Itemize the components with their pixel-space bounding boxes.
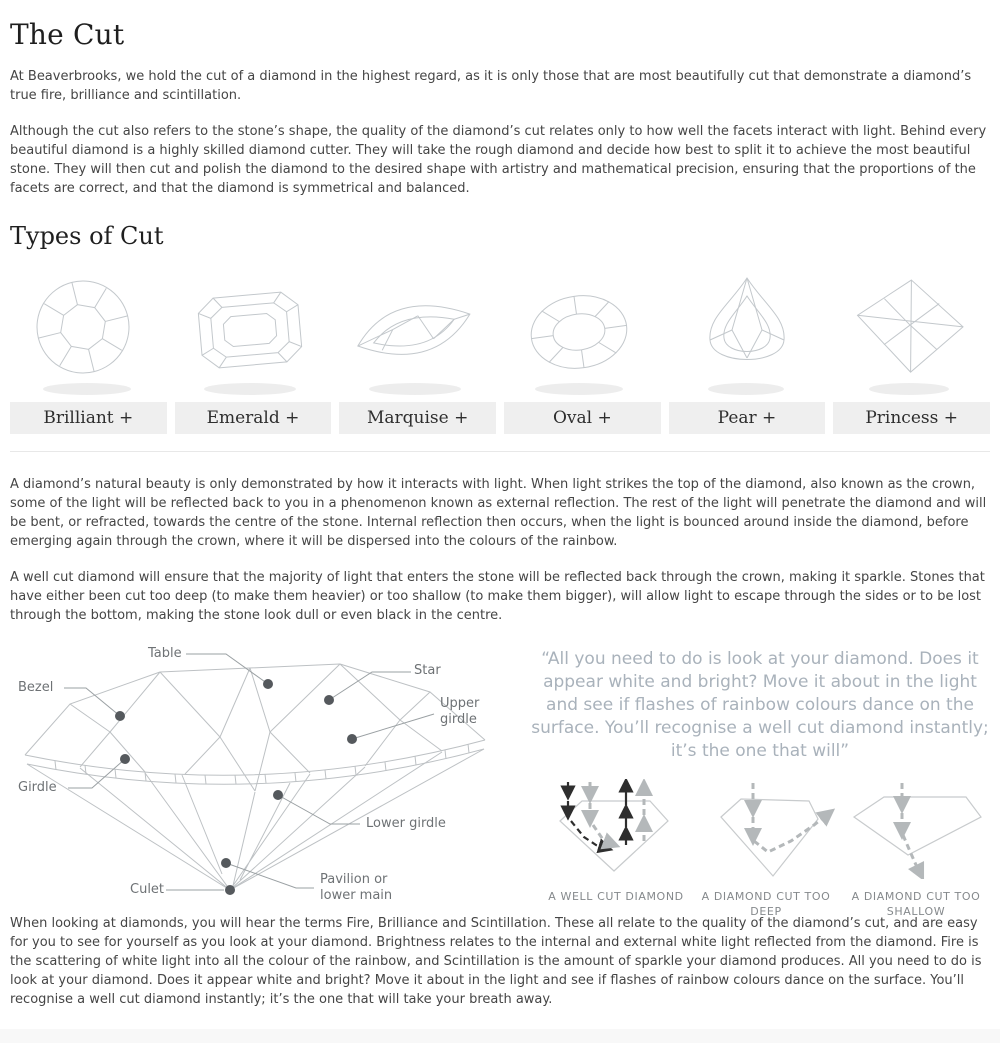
anatomy-label-bezel: Bezel bbox=[18, 680, 54, 695]
diagram-section: Table Star Bezel Upper girdle Girdle Low… bbox=[10, 642, 990, 918]
anatomy-label-culet: Culet bbox=[130, 882, 165, 897]
too-shallow-diamond-image bbox=[852, 783, 982, 882]
cut-label-oval[interactable]: Oval + bbox=[504, 402, 661, 434]
too-shallow-diagram: A DIAMOND CUT TOO SHALLOW bbox=[844, 779, 988, 919]
marquise-diamond-image bbox=[339, 268, 496, 400]
too-deep-label: A DIAMOND CUT TOO DEEP bbox=[701, 890, 831, 918]
well-cut-diamond-image bbox=[559, 777, 669, 872]
pear-diamond-image bbox=[669, 268, 826, 400]
anatomy-label-lower-girdle: Lower girdle bbox=[366, 816, 446, 831]
brilliant-diamond-image bbox=[10, 268, 167, 400]
next-section-band bbox=[0, 1029, 1000, 1043]
well-cut-diagram: A WELL CUT DIAMOND bbox=[544, 777, 688, 919]
intro-paragraph-2: Although the cut also refers to the ston… bbox=[10, 124, 987, 196]
intro-paragraph-1: At Beaverbrooks, we hold the cut of a di… bbox=[10, 69, 972, 103]
anatomy-label-upper-girdle: Upper girdle bbox=[440, 696, 480, 727]
princess-diamond-image bbox=[833, 268, 990, 400]
too-deep-diamond-image bbox=[720, 783, 836, 877]
quote-text: “All you need to do is look at your diam… bbox=[531, 649, 989, 761]
cut-type-pear: Pear + bbox=[668, 268, 826, 434]
section-divider bbox=[10, 451, 990, 452]
too-shallow-label: A DIAMOND CUT TOO SHALLOW bbox=[851, 890, 981, 918]
cut-type-emerald: Emerald + bbox=[174, 268, 332, 434]
cut-label-brilliant[interactable]: Brilliant + bbox=[10, 402, 167, 434]
cut-type-brilliant: Brilliant + bbox=[10, 268, 167, 434]
diamond-wireframe bbox=[24, 653, 486, 895]
quote-column: “All you need to do is look at your diam… bbox=[510, 642, 990, 918]
cut-label-princess[interactable]: Princess + bbox=[833, 402, 990, 434]
oval-diamond-image bbox=[504, 268, 661, 400]
light-paragraph-1: A diamond’s natural beauty is only demon… bbox=[10, 477, 987, 549]
page-title: The Cut bbox=[10, 18, 125, 51]
cut-label-marquise[interactable]: Marquise + bbox=[339, 402, 496, 434]
cut-type-marquise: Marquise + bbox=[339, 268, 496, 434]
cut-quality-diagrams: A WELL CUT DIAMOND A DIAMOND CUT TOO DEE… bbox=[530, 777, 990, 919]
diamond-anatomy-diagram: Table Star Bezel Upper girdle Girdle Low… bbox=[10, 642, 510, 912]
well-cut-label: A WELL CUT DIAMOND bbox=[548, 890, 684, 903]
types-of-cut-heading: Types of Cut bbox=[10, 222, 164, 250]
cut-types-row: Brilliant + Emerald + bbox=[10, 268, 990, 434]
anatomy-label-pavilion: Pavilion or lower main bbox=[320, 872, 393, 903]
closing-paragraph: When looking at diamonds, you will hear … bbox=[10, 916, 982, 1007]
emerald-diamond-image bbox=[175, 268, 332, 400]
cut-type-oval: Oval + bbox=[504, 268, 661, 434]
cut-label-emerald[interactable]: Emerald + bbox=[174, 402, 332, 434]
anatomy-label-star: Star bbox=[414, 663, 441, 678]
cut-type-princess: Princess + bbox=[833, 268, 990, 434]
too-deep-diagram: A DIAMOND CUT TOO DEEP bbox=[694, 779, 838, 919]
light-paragraph-2: A well cut diamond will ensure that the … bbox=[10, 570, 985, 623]
anatomy-label-girdle: Girdle bbox=[18, 780, 57, 795]
anatomy-label-table: Table bbox=[148, 646, 182, 661]
cut-label-pear[interactable]: Pear + bbox=[668, 402, 826, 434]
